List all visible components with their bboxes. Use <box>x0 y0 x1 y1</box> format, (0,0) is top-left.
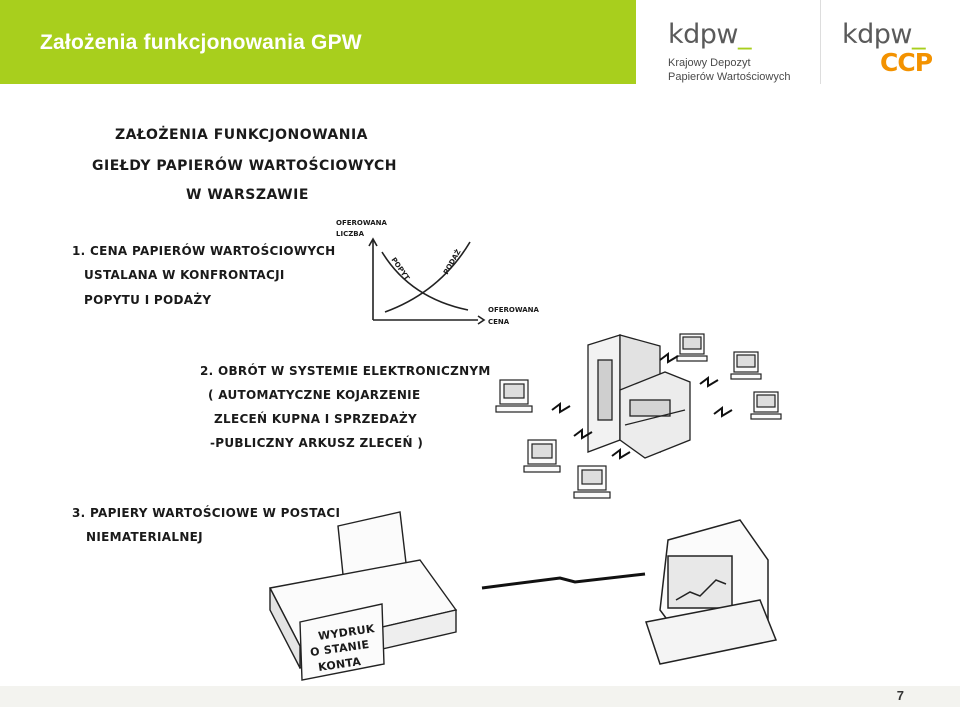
point1-line1: 1. CENA PAPIERÓW WARTOŚCIOWYCH <box>72 244 336 258</box>
illus-title-line3: W WARSZAWIE <box>186 187 309 203</box>
page-number: 7 <box>896 688 904 703</box>
graph-x-label-2: CENA <box>488 318 510 326</box>
supply-demand-graph <box>368 237 486 325</box>
terminals <box>495 333 782 499</box>
footer-bar: 7 <box>0 686 960 707</box>
kdpw-logo-line2: Papierów Wartościowych <box>668 71 791 83</box>
illus-title-line2: GIEŁDY PAPIERÓW WARTOŚCIOWYCH <box>92 158 397 174</box>
point2-line3: ZLECEŃ KUPNA I SPRZEDAŻY <box>214 412 417 426</box>
point3-line1: 3. PAPIERY WARTOŚCIOWE W POSTACI <box>72 506 341 520</box>
ccp-logo-text: CCP <box>880 48 933 77</box>
graph-y-label-2: LICZBA <box>336 230 365 238</box>
point2-line1: 2. OBRÓT W SYSTEMIE ELEKTRONICZNYM <box>200 364 491 378</box>
kdpw-ccp-logo: kdpw_ CCP <box>842 19 933 77</box>
illus-title-line1: ZAŁOŻENIA FUNKCJONOWANIA <box>115 127 369 143</box>
kdpw-ccp-logo-word: kdpw <box>842 19 913 50</box>
point3-line2: NIEMATERIALNEJ <box>86 530 203 544</box>
point1-line2: USTALANA W KONFRONTACJI <box>84 268 285 282</box>
desktop-pc <box>645 519 778 665</box>
slide-title: Założenia funkcjonowania GPW <box>40 31 362 54</box>
kdpw-logo-line1: Krajowy Depozyt <box>668 57 751 69</box>
graph-x-label-1: OFEROWANA <box>488 306 539 314</box>
server-rack <box>587 334 691 459</box>
kdpw-logo-word: kdpw <box>668 19 739 50</box>
network-links <box>551 352 733 460</box>
header-bar: Założenia funkcjonowania GPW <box>0 0 636 84</box>
logo-divider <box>820 0 821 84</box>
point2-line2: ( AUTOMATYCZNE KOJARZENIE <box>208 388 421 402</box>
graph-y-label-1: OFEROWANA <box>336 219 387 227</box>
printer <box>268 511 458 681</box>
printer-pc-link <box>481 572 646 590</box>
kdpw-logo: kdpw_ Krajowy Depozyt Papierów Wartościo… <box>668 20 818 90</box>
point1-line3: POPYTU I PODAŻY <box>84 293 212 307</box>
point2-line4: -PUBLICZNY ARKUSZ ZLECEŃ ) <box>210 436 424 450</box>
